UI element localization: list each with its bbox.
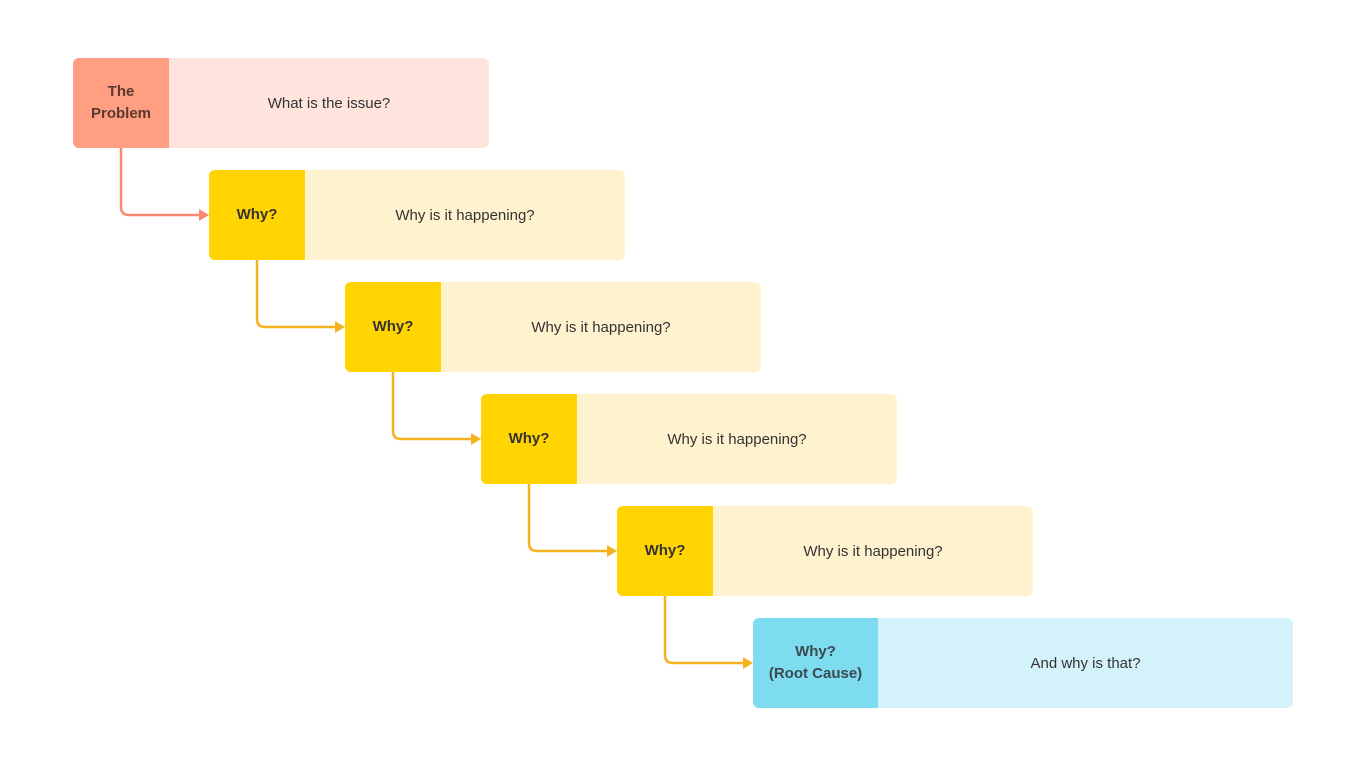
step-why-3: Why? Why is it happening? [481,394,897,484]
step-description: Why is it happening? [667,430,807,448]
arrowhead-icon [199,209,209,221]
step-description: Why is it happening? [395,206,535,224]
step-label: Why? [617,506,713,596]
arrowhead-icon [335,321,345,333]
connector-arrow [119,148,200,217]
step-why-2: Why? Why is it happening? [345,282,761,372]
connector-arrow [255,260,336,329]
step-description: And why is that? [1030,654,1141,672]
arrowhead-icon [471,433,481,445]
step-label: Why? [345,282,441,372]
step-root-cause: Why? (Root Cause) And why is that? [753,618,1293,708]
step-label: Why? (Root Cause) [753,618,878,708]
step-label: Why? [481,394,577,484]
step-description: Why is it happening? [531,318,671,336]
arrowhead-icon [743,657,753,669]
step-description: Why is it happening? [803,542,943,560]
arrowhead-icon [607,545,617,557]
connector-arrow [527,484,608,553]
step-label: The Problem [73,58,169,148]
step-why-4: Why? Why is it happening? [617,506,1033,596]
step-why-1: Why? Why is it happening? [209,170,625,260]
connector-arrow [391,372,472,441]
step-label: Why? [209,170,305,260]
step-problem: The Problem What is the issue? [73,58,489,148]
step-description: What is the issue? [267,94,391,112]
connector-arrow [663,596,744,665]
